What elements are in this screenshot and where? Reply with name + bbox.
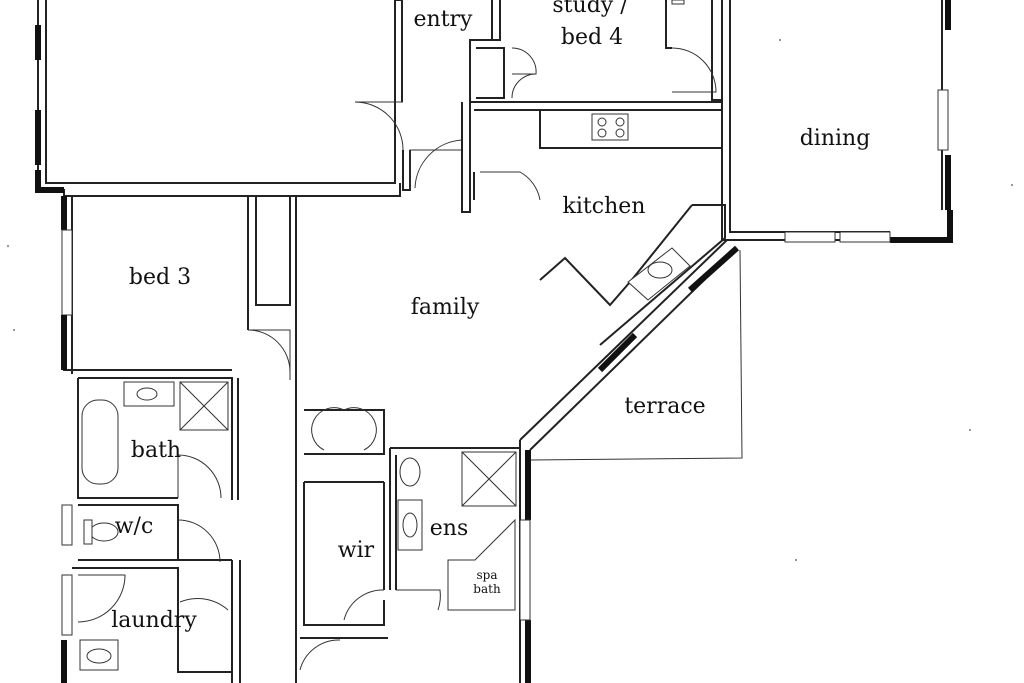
bed3-walls (61, 196, 297, 430)
room-label-kitchen: kitchen (563, 194, 646, 219)
ens-vanity-icon (397, 499, 423, 551)
study-walls (469, 0, 723, 103)
bathtub-icon (81, 399, 119, 485)
room-label-terrace: terrace (624, 394, 705, 419)
wir-walls (295, 407, 385, 683)
room-label-spa: spa (477, 568, 498, 582)
terrace-walls (519, 239, 743, 683)
room-label-bed4: bed 4 (561, 25, 623, 50)
room-label-entry: entry (414, 7, 474, 32)
room-label-bed3: bed 3 (129, 265, 191, 290)
bath-walls (77, 377, 239, 500)
room-label-ens: ens (430, 516, 468, 541)
dining-walls (721, 0, 953, 243)
room-label-dining: dining (800, 126, 871, 151)
room-label-wc: w/c (115, 514, 154, 539)
room-label-spa-bath: bath (473, 582, 501, 596)
room-label-study: study / (552, 0, 628, 18)
room-label-laundry: laundry (111, 608, 197, 633)
spa-bath-icon (447, 518, 516, 611)
wc-walls (61, 504, 232, 563)
room-label-wir: wir (338, 538, 375, 563)
room-label-bath: bath (131, 438, 181, 463)
room-label-family: family (411, 295, 480, 320)
entry-walls (354, 0, 501, 191)
living-room-walls (35, 0, 403, 197)
ensuite-walls (299, 447, 520, 671)
laundry-walls (61, 560, 241, 683)
kitchen-walls (461, 102, 726, 346)
ens-toilet-icon (399, 457, 421, 487)
